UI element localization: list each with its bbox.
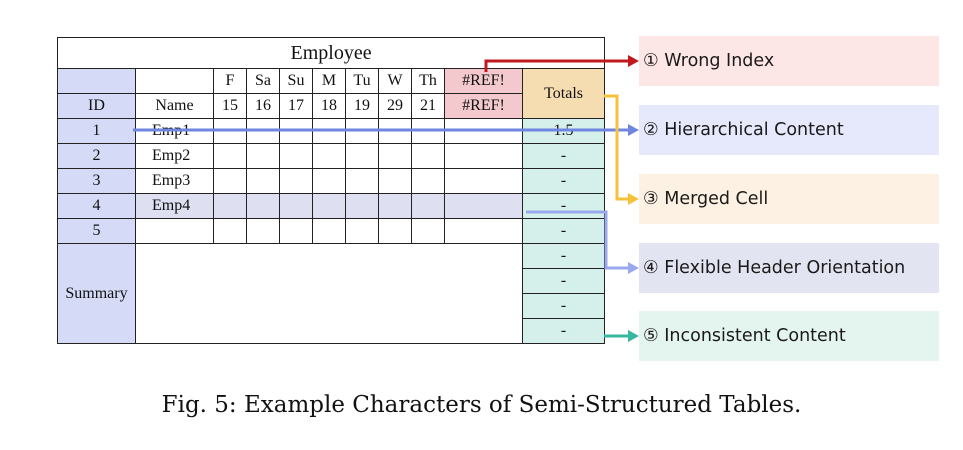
callout-flexible-header: ④ Flexible Header Orientation — [639, 243, 939, 293]
name-cell — [135, 218, 214, 244]
day-header: F — [213, 68, 247, 94]
arrow-merged-cell — [604, 94, 630, 201]
arrow-head-wrong-index — [628, 55, 639, 67]
date-header: 15 — [213, 93, 247, 119]
table-row: 1 Emp1 1.5 — [57, 118, 606, 144]
callout-hierarchical-content: ② Hierarchical Content — [639, 105, 939, 155]
arrow-head-hierarchical — [628, 124, 639, 136]
id-cell: 4 — [57, 193, 136, 219]
total-cell: - — [521, 218, 606, 244]
summary-total-cell: - — [521, 318, 606, 344]
employee-table: Employee F Sa Su M Tu W Th #REF! Totals … — [56, 37, 606, 344]
day-header: Sa — [246, 68, 280, 94]
name-header: Name — [135, 93, 214, 119]
summary-total-cell: - — [521, 293, 606, 319]
ref-error-cell: #REF! — [444, 68, 523, 94]
arrow-head-merged-cell — [628, 193, 639, 205]
day-header: W — [378, 68, 412, 94]
ref-error-cell: #REF! — [444, 93, 523, 119]
day-header: Tu — [345, 68, 379, 94]
date-header: 21 — [411, 93, 445, 119]
name-cell: Emp1 — [135, 118, 214, 144]
total-cell: - — [521, 193, 606, 219]
callout-merged-cell: ③ Merged Cell — [639, 174, 939, 224]
id-cell: 5 — [57, 218, 136, 244]
figure-caption: Fig. 5: Example Characters of Semi-Struc… — [161, 392, 802, 418]
summary-total-cell: - — [521, 268, 606, 294]
arrow-head-flexible-header — [628, 262, 639, 274]
day-header: Th — [411, 68, 445, 94]
summary-total-cell: - — [521, 243, 606, 269]
callout-inconsistent-content: ⑤ Inconsistent Content — [639, 311, 939, 361]
id-cell: 2 — [57, 143, 136, 169]
date-header: 19 — [345, 93, 379, 119]
total-cell: - — [521, 168, 606, 194]
summary-label: Summary — [57, 243, 136, 344]
id-cell: 1 — [57, 118, 136, 144]
date-header: 17 — [279, 93, 313, 119]
date-header: 29 — [378, 93, 412, 119]
name-cell: Emp4 — [135, 193, 214, 219]
id-header-blank — [57, 68, 136, 94]
table-title: Employee — [56, 37, 606, 69]
callout-wrong-index: ① Wrong Index — [639, 36, 939, 86]
summary-merged-cell — [135, 243, 523, 344]
date-header: 16 — [246, 93, 280, 119]
day-header: M — [312, 68, 346, 94]
total-cell: - — [521, 143, 606, 169]
name-cell: Emp3 — [135, 168, 214, 194]
total-cell: 1.5 — [521, 118, 606, 144]
table-row: 5 - — [57, 218, 606, 244]
date-header: 18 — [312, 93, 346, 119]
totals-header: Totals — [521, 68, 606, 119]
table-row: 4 Emp4 - — [57, 193, 606, 219]
id-header: ID — [57, 93, 136, 119]
name-header-blank — [135, 68, 214, 94]
table-row: 2 Emp2 - — [57, 143, 606, 169]
id-cell: 3 — [57, 168, 136, 194]
table-row: 3 Emp3 - — [57, 168, 606, 194]
day-header: Su — [279, 68, 313, 94]
name-cell: Emp2 — [135, 143, 214, 169]
arrow-head-inconsistent — [628, 330, 639, 342]
